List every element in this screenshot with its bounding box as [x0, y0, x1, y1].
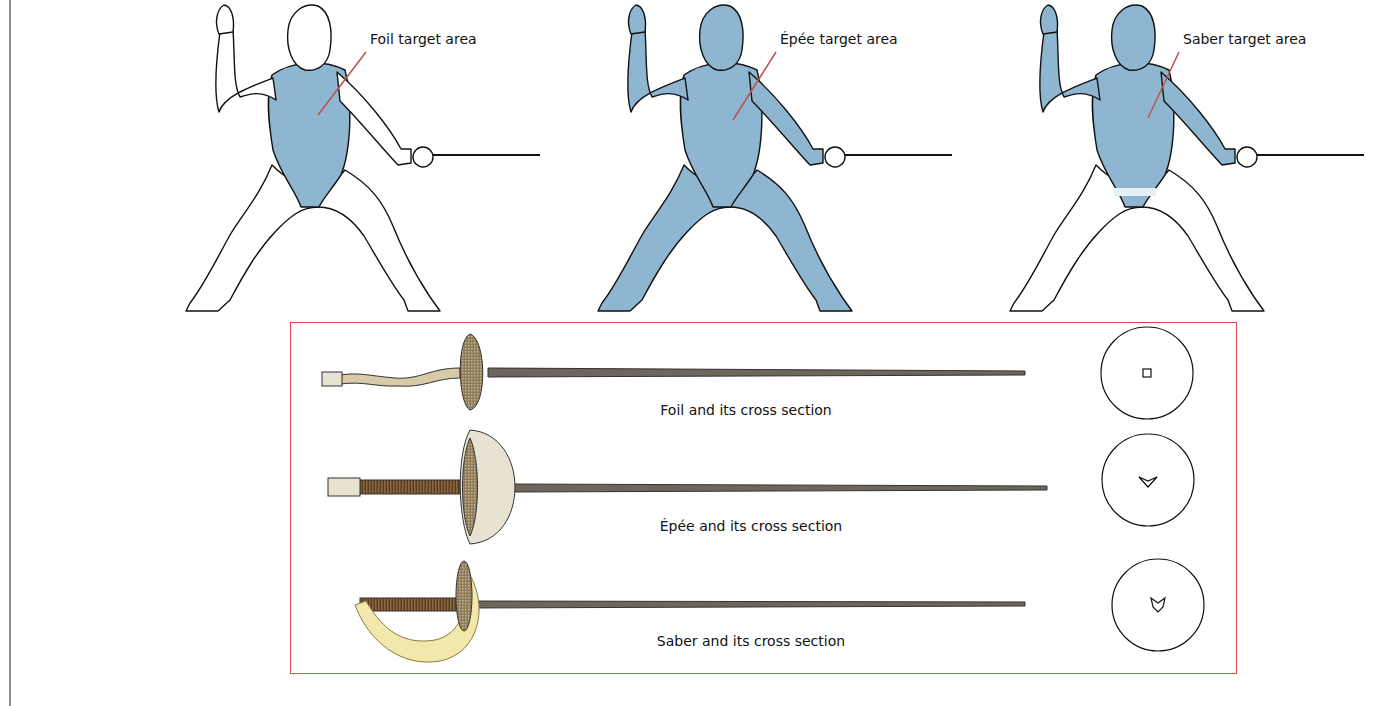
saber-fencer: [1010, 5, 1364, 311]
fencer-back-arm: [628, 30, 688, 112]
fencer-mask: [700, 5, 743, 70]
guard: [460, 430, 515, 544]
target-area-label: Épée target area: [778, 30, 900, 48]
pommel: [322, 372, 342, 386]
weapon-caption: Épée and its cross section: [660, 517, 843, 535]
fencer-hand: [217, 5, 234, 34]
epee-fencer: [598, 5, 952, 311]
blade: [845, 154, 952, 156]
foil-fencer: [186, 5, 540, 311]
fencer-sword-arm: [749, 72, 823, 165]
y-section: [1151, 598, 1165, 612]
bell-guard: [413, 147, 433, 167]
guard-inside: [463, 438, 478, 536]
grip: [360, 480, 460, 494]
pommel: [328, 478, 360, 496]
foil-weapon: [322, 334, 1025, 410]
saber-weapon: [355, 561, 1025, 662]
fencer-sword-arm: [337, 72, 411, 165]
leader-lines: [318, 52, 1179, 120]
cross-sections: [1101, 327, 1204, 651]
fencer-mask: [288, 5, 331, 70]
weapon-caption: Saber and its cross section: [657, 632, 845, 650]
fencer-back-arm: [1040, 30, 1100, 112]
leader-line: [1148, 52, 1179, 118]
fencer-mask: [1112, 5, 1155, 70]
fencer-hand: [629, 5, 646, 34]
grip: [360, 598, 460, 611]
fencer-back-arm: [216, 30, 276, 112]
square-section: [1143, 369, 1151, 377]
cross-section-circle: [1101, 327, 1193, 419]
blade: [1257, 154, 1364, 156]
epee-weapon: [328, 430, 1047, 544]
target-area-label: Foil target area: [368, 30, 479, 48]
weapon-caption: Foil and its cross section: [660, 401, 831, 419]
page-edge-line: [10, 0, 11, 706]
weapons-frame: Foil and its cross sectionÉpée and its c…: [290, 322, 1237, 674]
guard-disc: [456, 561, 472, 631]
fencer-sword-arm: [1161, 72, 1235, 165]
leader-line: [733, 52, 776, 120]
cross-section-circle: [1102, 434, 1194, 526]
blade: [433, 154, 540, 156]
blade: [488, 368, 1025, 377]
bell-guard: [1237, 147, 1257, 167]
target-area-label: Saber target area: [1181, 30, 1308, 48]
blade: [512, 484, 1047, 492]
guard: [460, 334, 483, 410]
cross-section-circle: [1112, 559, 1204, 651]
bell-guard: [825, 147, 845, 167]
v-section: [1139, 477, 1157, 487]
leader-line: [318, 52, 366, 115]
fencer-hand: [1041, 5, 1058, 34]
grip: [340, 368, 460, 386]
waist-band: [1114, 188, 1156, 196]
blade: [468, 601, 1025, 608]
